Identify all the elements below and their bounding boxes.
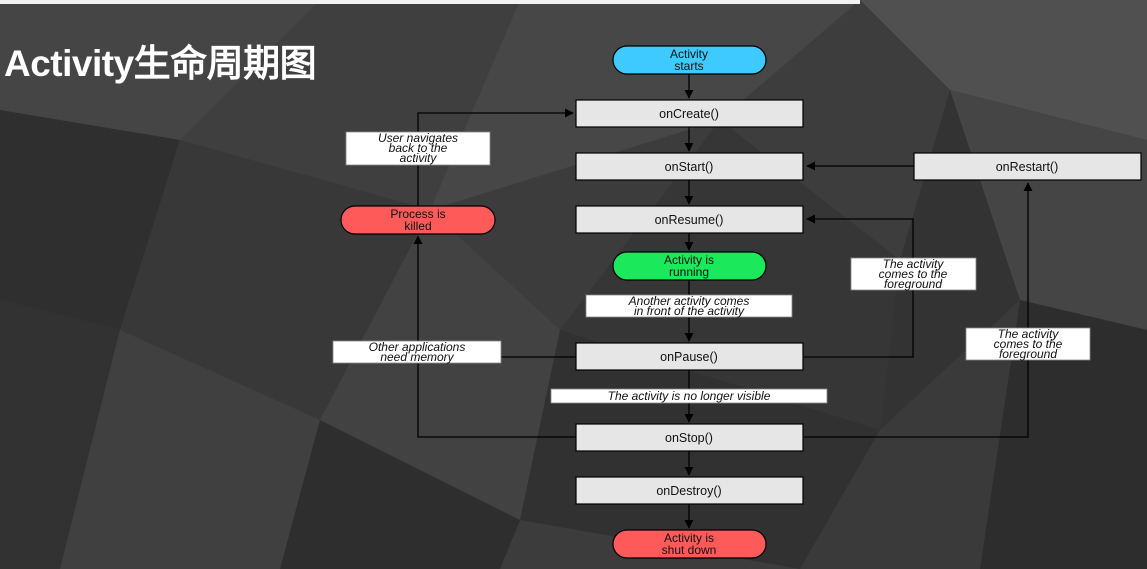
shutdown-line-1: Activity is xyxy=(664,531,714,545)
not-visible-text: The activity is no longer visible xyxy=(608,389,771,403)
starts-line-1: Activity xyxy=(670,47,708,61)
fg-resume-line-1: The activity xyxy=(883,257,945,271)
navigate-line-3: activity xyxy=(400,151,438,165)
method-oncreate: onCreate() xyxy=(575,99,804,128)
killed-line-1: Process is xyxy=(390,207,445,221)
method-onstop: onStop() xyxy=(575,423,804,452)
killed-line-2: killed xyxy=(404,219,431,233)
onrestart-label: onRestart() xyxy=(996,160,1059,174)
page-title: Activity生命周期图 xyxy=(4,43,317,84)
another-line-1: Another activity comes xyxy=(628,294,750,308)
onstart-label: onStart() xyxy=(665,160,714,174)
onresume-label: onResume() xyxy=(655,213,724,227)
arrow-killed-create xyxy=(417,108,574,206)
arrow-stop-killed xyxy=(413,235,576,438)
shutdown-line-2: shut down xyxy=(662,543,717,557)
method-onpause: onPause() xyxy=(575,342,804,371)
method-onstart: onStart() xyxy=(575,152,804,181)
method-onresume: onResume() xyxy=(575,205,804,234)
otherapps-line-1: Other applications xyxy=(369,340,466,354)
label-no-longer-visible: The activity is no longer visible xyxy=(550,388,828,404)
method-ondestroy: onDestroy() xyxy=(575,476,804,505)
another-line-2: in front of the activity xyxy=(634,304,745,318)
top-divider xyxy=(0,0,860,4)
arrow-stop-restart xyxy=(804,182,1033,438)
running-line-1: Activity is xyxy=(664,253,714,267)
ondestroy-label: onDestroy() xyxy=(656,484,721,498)
fg-restart-line-2: comes to the xyxy=(994,337,1063,351)
otherapps-line-2: need memory xyxy=(380,350,454,364)
fg-restart-line-1: The activity xyxy=(998,327,1060,341)
fg-restart-line-3: foreground xyxy=(999,347,1057,361)
navigate-line-2: back to the xyxy=(389,141,448,155)
method-onrestart: onRestart() xyxy=(913,152,1142,181)
fg-resume-line-3: foreground xyxy=(884,277,942,291)
running-line-2: running xyxy=(669,265,709,279)
onstop-label: onStop() xyxy=(665,431,713,445)
starts-line-2: starts xyxy=(674,59,703,73)
onpause-label: onPause() xyxy=(660,350,718,364)
oncreate-label: onCreate() xyxy=(659,107,719,121)
fg-resume-line-2: comes to the xyxy=(879,267,948,281)
navigate-line-1: User navigates xyxy=(378,131,458,145)
